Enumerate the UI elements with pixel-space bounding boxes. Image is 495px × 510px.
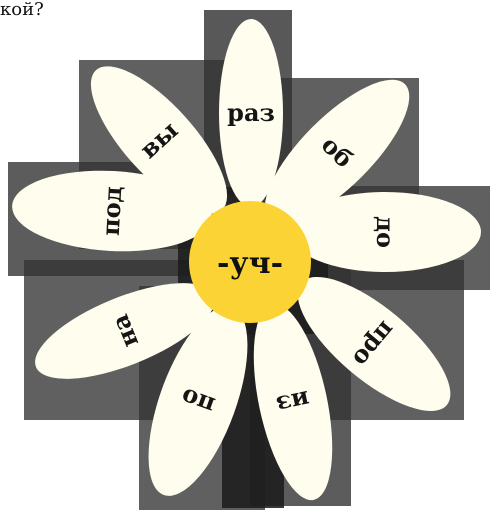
petal-do: до (289, 192, 481, 272)
petal-label-pod: под (96, 185, 128, 236)
petal-label-do: до (371, 216, 400, 248)
petal-label-raz: раз (227, 98, 275, 127)
flower-center: -уч- (189, 201, 311, 323)
center-root-label: -уч- (217, 246, 283, 281)
